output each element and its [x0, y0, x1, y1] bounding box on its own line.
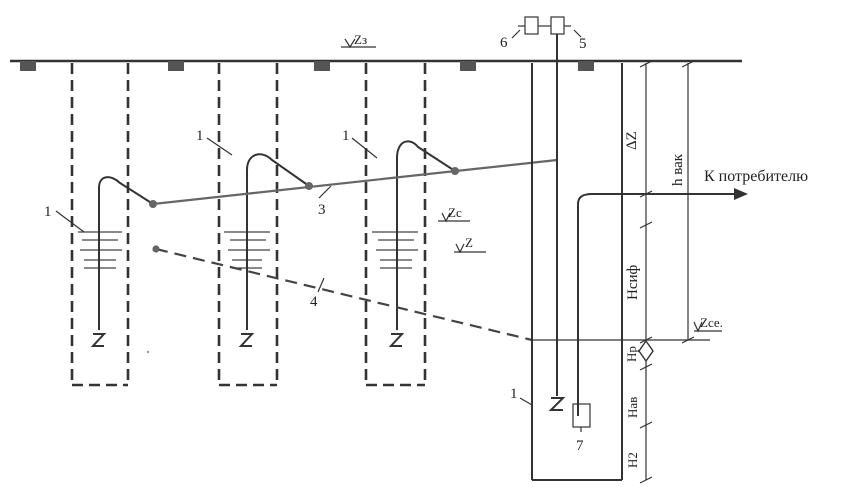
leader-line: [55, 210, 85, 233]
dashed-collector: [155, 247, 533, 342]
label-collector: 3: [318, 202, 326, 218]
label-dashed-collector: 4: [310, 294, 318, 310]
consumer-label: К потребителю: [704, 168, 808, 185]
well-left: [70, 63, 154, 387]
stray-mark: [146, 350, 150, 354]
siphon-collector: [152, 158, 558, 206]
ground-pad: [460, 61, 476, 71]
tank-level-marker: Zсе.: [693, 315, 723, 333]
static-level-label: Zc: [448, 205, 462, 220]
delta-z-label: ΔZ: [624, 131, 640, 150]
label-well: 1: [196, 128, 204, 144]
label-well: 1: [44, 204, 52, 220]
ground-pad: [168, 61, 184, 71]
leader-line: [519, 397, 533, 406]
leader-line: [317, 277, 325, 293]
junction-node: [149, 200, 157, 208]
static-level-marker: Zc: [438, 205, 470, 223]
ground-level-marker: Zз: [341, 32, 376, 49]
water-surface-lines: [372, 231, 418, 269]
height-dimension-line: [638, 60, 654, 484]
pump-7: [572, 403, 591, 428]
junction-node: [451, 167, 459, 175]
well-right: [364, 63, 456, 387]
vacuum-height-dimension: [681, 60, 695, 344]
label-pump: 7: [576, 438, 584, 454]
h-sif-label: Hсиф: [625, 264, 641, 300]
ground-pad: [578, 61, 594, 71]
leader-line: [206, 137, 233, 156]
label-well: 1: [510, 386, 518, 402]
h-2-label: H2: [625, 452, 640, 468]
label-device-6: 6: [500, 35, 508, 51]
delivery-arrow: [734, 188, 748, 200]
collection-tank: [531, 63, 710, 481]
leader-line: [318, 185, 332, 199]
tank-level-label: Zсе.: [700, 315, 723, 330]
junction-node: [152, 245, 160, 253]
label-device-5: 5: [579, 36, 587, 52]
ground-pad: [314, 61, 330, 71]
ground-level-label: Zз: [354, 32, 367, 47]
dynamic-level-marker: Z: [454, 235, 486, 254]
leader-line: [351, 137, 378, 159]
h-av-label: Hав: [625, 397, 640, 418]
junction-node: [305, 182, 313, 190]
delivery-pipe: [577, 193, 734, 416]
label-well: 1: [342, 128, 350, 144]
h-r-label: Hр: [624, 346, 639, 362]
dynamic-level-label: Z: [465, 235, 473, 250]
ground-pad: [20, 61, 36, 71]
h-vac-label: h вак: [670, 153, 686, 186]
well-middle: [217, 63, 310, 387]
vacuum-devices: [511, 16, 582, 39]
